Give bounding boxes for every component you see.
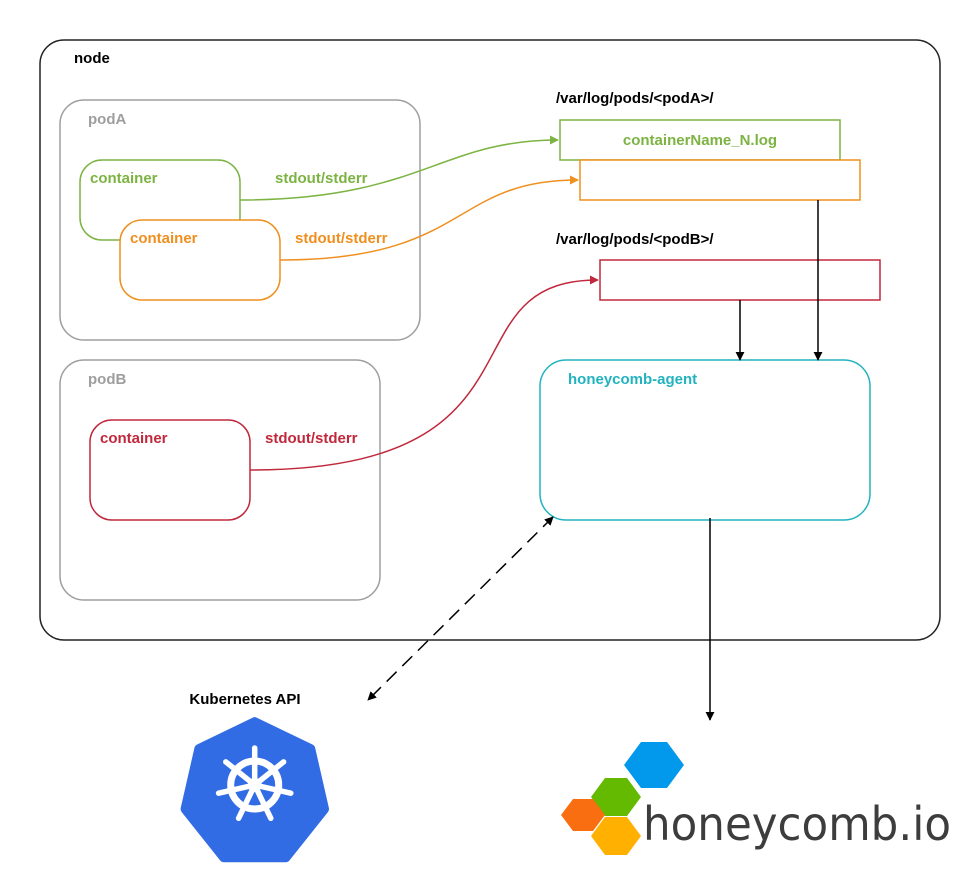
honeycomb-logo-text: honeycomb.io — [643, 797, 951, 851]
kubernetes-logo-icon — [180, 717, 329, 863]
podA-logfile-orange — [579, 159, 861, 201]
podA-stream-2-label: stdout/stderr — [295, 230, 388, 247]
podB-box — [59, 359, 381, 601]
agent-k8s-dashed-arrow — [367, 516, 554, 701]
podA-box — [59, 99, 421, 341]
stream-arrow-orange — [279, 175, 579, 261]
logfile-label: containerName_N.log — [623, 132, 777, 149]
podA-log-path: /var/log/pods/<podA>/ — [556, 90, 714, 107]
podA-container-1-label: container — [90, 170, 158, 187]
podA-container-2-label: container — [130, 230, 198, 247]
podA-label: podA — [88, 111, 126, 128]
podA-stream-1-label: stdout/stderr — [275, 170, 368, 187]
podB-container-1-label: container — [100, 430, 168, 447]
stream-arrow-red — [249, 275, 599, 471]
podB-logfile-red — [599, 259, 881, 301]
podB-label: podB — [88, 371, 126, 388]
podB-log-path: /var/log/pods/<podB>/ — [556, 231, 714, 248]
honeycomb-agent-box — [539, 359, 871, 521]
podB-stream-1-label: stdout/stderr — [265, 430, 358, 447]
stream-arrow-green — [239, 135, 559, 201]
kubernetes-api-label: Kubernetes API — [189, 691, 300, 708]
honeycomb-hexagons-icon — [561, 742, 684, 855]
node-label: node — [74, 50, 110, 67]
podA-logfile-green — [559, 119, 841, 161]
honeycomb-agent-label: honeycomb-agent — [568, 371, 697, 388]
